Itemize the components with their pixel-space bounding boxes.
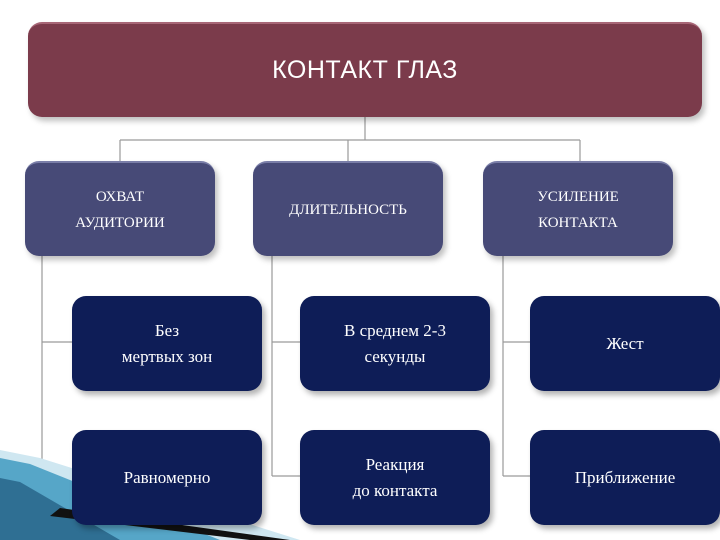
category-label: УСИЛЕНИЕ КОНТАКТА: [537, 184, 619, 236]
category-label: ДЛИТЕЛЬНОСТЬ: [289, 197, 407, 223]
leaf-node-no-dead-zones: Без мертвых зон: [72, 296, 262, 391]
leaf-label: Без мертвых зон: [122, 318, 212, 370]
leaf-node-gesture: Жест: [530, 296, 720, 391]
leaf-label: Жест: [606, 331, 643, 357]
leaf-node-avg-2-3-seconds: В среднем 2-3 секунды: [300, 296, 490, 391]
leaf-label: Реакция до контакта: [353, 452, 438, 504]
leaf-node-approach: Приближение: [530, 430, 720, 525]
leaf-node-reaction-before-contact: Реакция до контакта: [300, 430, 490, 525]
leaf-node-evenly: Равномерно: [72, 430, 262, 525]
leaf-label: Приближение: [575, 465, 676, 491]
root-node: КОНТАКТ ГЛАЗ: [28, 22, 702, 117]
root-label: КОНТАКТ ГЛАЗ: [272, 56, 458, 85]
leaf-label: В среднем 2-3 секунды: [344, 318, 446, 370]
category-node-contact-enhancement: УСИЛЕНИЕ КОНТАКТА: [483, 161, 673, 256]
leaf-label: Равномерно: [124, 465, 211, 491]
category-node-audience-reach: ОХВАТ АУДИТОРИИ: [25, 161, 215, 256]
category-node-duration: ДЛИТЕЛЬНОСТЬ: [253, 161, 443, 256]
category-label: ОХВАТ АУДИТОРИИ: [75, 184, 165, 236]
